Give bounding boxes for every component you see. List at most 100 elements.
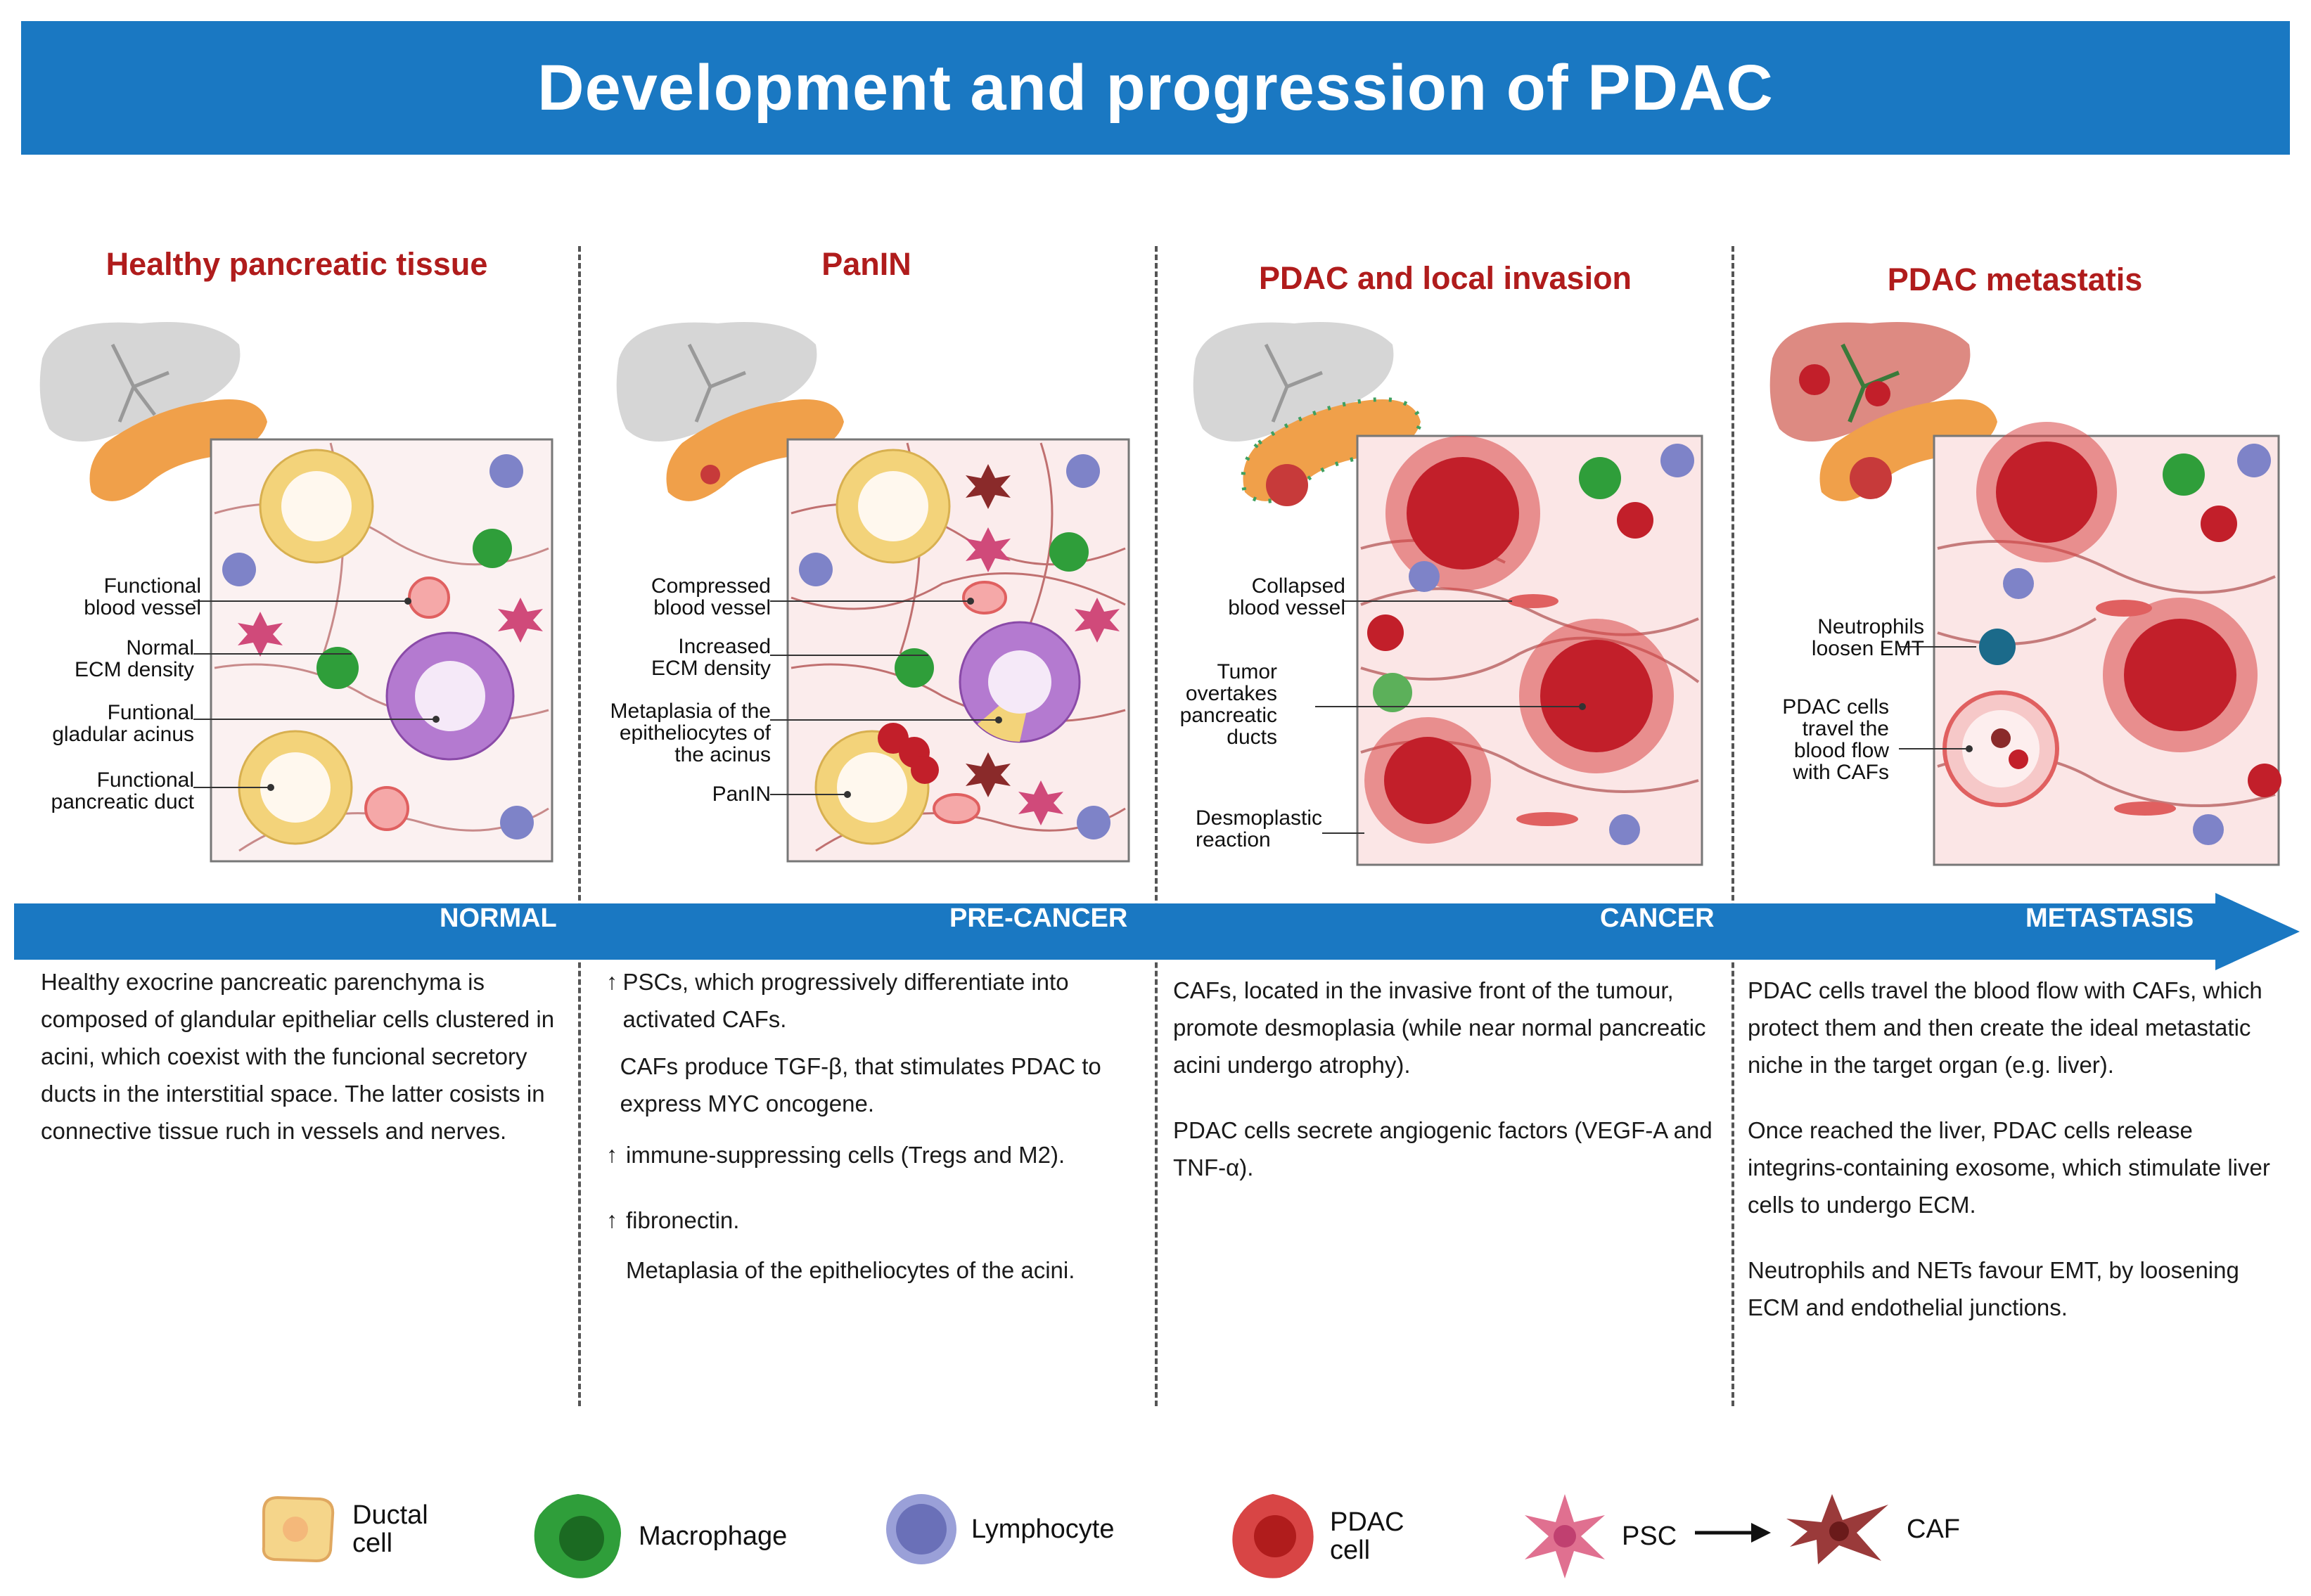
legend-pdac-cell: PDAC cell <box>1227 1491 1404 1582</box>
tumor-mass-icon <box>1364 717 1491 844</box>
description-paragraph: PDAC cells travel the blood flow with CA… <box>1748 977 2262 1078</box>
ductal-ring-icon <box>836 449 951 564</box>
liver-icon <box>39 322 241 442</box>
liver-icon <box>1193 322 1394 442</box>
up-arrow-icon: ↑ <box>606 1207 617 1233</box>
pdac-cell-icon <box>2248 764 2281 797</box>
pdac-invasion-illustration <box>1193 322 1703 866</box>
label-desmoplastic: Desmoplastic reaction <box>1196 806 1323 851</box>
caf-icon <box>966 752 1011 797</box>
pdac-cell-icon <box>878 723 939 784</box>
label-normal-ecm: Normal ECM density <box>74 636 194 681</box>
description-cancer: CAFs, located in the invasive front of t… <box>1173 972 1722 1186</box>
healthy-tissue-illustration <box>39 322 553 863</box>
legend-arrow <box>1695 1519 1772 1547</box>
ductal-ring-icon <box>814 730 930 845</box>
lymphocyte-icon <box>2193 814 2224 845</box>
description-paragraph: Once reached the liver, PDAC cells relea… <box>1748 1117 2270 1218</box>
label-pdac-travel: PDAC cells travel the blood flow with CA… <box>1782 695 1889 784</box>
lymphocyte-icon <box>1077 806 1110 839</box>
title-banner: Development and progression of PDAC <box>21 21 2290 155</box>
lymphocyte-icon <box>1409 561 1440 592</box>
macrophage-icon <box>316 647 359 689</box>
up-arrow-icon: ↑ <box>606 969 617 994</box>
macrophage-icon <box>1373 673 1412 712</box>
lymphocyte-icon <box>2003 568 2034 599</box>
pdac-cell-icon <box>1232 1494 1314 1578</box>
lymphocyte-icon <box>1066 454 1100 488</box>
tumor-mass-icon <box>2103 598 2258 752</box>
right-arrow-icon <box>1695 1523 1771 1543</box>
label-increased-ecm: Increased ECM density <box>651 635 771 680</box>
legend-lymphocyte: Lymphocyte <box>883 1491 1114 1568</box>
lymphocyte-icon <box>2237 444 2271 477</box>
blood-vessel-icon <box>408 577 450 619</box>
label-compressed-blood-vessel: Compressed blood vessel <box>651 574 771 619</box>
pancreas-icon <box>666 399 844 501</box>
blood-vessel-icon <box>364 786 409 831</box>
description-item: Metaplasia of the epitheliocytes of the … <box>626 1257 1075 1283</box>
acinus-icon <box>959 621 1081 743</box>
description-item: ↑immune-suppressing cells (Tregs and M2)… <box>606 1136 1141 1173</box>
pancreas-icon <box>1241 397 1423 506</box>
pdac-cell-icon <box>1367 614 1404 651</box>
panel-divider <box>1155 246 1158 1406</box>
panel-title-healthy: Healthy pancreatic tissue <box>105 246 488 282</box>
blood-vessel-icon <box>933 793 980 824</box>
caf-icon <box>1786 1494 1888 1564</box>
psc-icon <box>1525 1494 1605 1578</box>
description-normal: Healthy exocrine pancreatic parenchyma i… <box>41 963 561 1150</box>
label-tumor-overtakes: Tumor overtakes pancreatic ducts <box>1179 660 1277 749</box>
description-paragraph: Neutrophils and NETs favour EMT, by loos… <box>1748 1257 2239 1320</box>
ductal-ring-icon <box>259 449 374 564</box>
pdac-cell-icon <box>2201 506 2237 542</box>
label-neutrophils: Neutrophils loosen EMT <box>1811 615 1924 660</box>
macrophage-icon <box>534 1494 621 1578</box>
description-paragraph: PDAC cells secrete angiogenic factors (V… <box>1173 1117 1713 1180</box>
legend-psc: PSC <box>1519 1491 1677 1582</box>
stage-label-pre-cancer: PRE-CANCER <box>949 903 1128 933</box>
stage-label-metastasis: METASTASIS <box>2025 903 2194 933</box>
collapsed-blood-vessel-icon <box>1516 812 1578 826</box>
label-functional-blood-vessel: Functional blood vessel <box>84 574 201 619</box>
pdac-cell-icon <box>1617 502 1653 539</box>
ductal-ring-icon <box>238 730 353 845</box>
lymphocyte-icon <box>799 553 833 586</box>
tumor-mass-icon <box>1385 436 1540 591</box>
lymphocyte-icon <box>489 454 523 488</box>
collapsed-blood-vessel-icon <box>1508 594 1558 608</box>
tumor-mass-icon <box>1519 619 1674 773</box>
up-arrow-icon: ↑ <box>606 1142 617 1167</box>
blood-vessel-icon <box>962 581 1007 614</box>
macrophage-icon <box>2163 453 2205 496</box>
panel-divider <box>578 246 581 1406</box>
panel-title-metastasis: PDAC metastatis <box>1887 262 2143 297</box>
label-metaplasia: Metaplasia of the epitheliocytes of the … <box>610 700 771 766</box>
psc-icon <box>966 527 1011 572</box>
psc-icon <box>238 612 283 657</box>
pdac-metastasis-illustration <box>1769 322 2281 866</box>
psc-icon <box>1018 780 1063 825</box>
description-metastasis: PDAC cells travel the blood flow with CA… <box>1748 972 2282 1326</box>
lymphocyte-icon <box>1660 444 1694 477</box>
lymphocyte-icon <box>1609 814 1640 845</box>
pancreas-icon <box>89 399 267 501</box>
liver-icon <box>616 322 817 442</box>
caf-icon <box>966 464 1011 509</box>
macrophage-icon <box>1049 532 1089 572</box>
description-item: ↑PSCs, which progressively differentiate… <box>606 963 1141 1038</box>
label-functional-duct: Functional pancreatic duct <box>51 768 194 813</box>
psc-icon <box>498 598 543 643</box>
legend-macrophage: Macrophage <box>529 1491 787 1582</box>
description-paragraph: Healthy exocrine pancreatic parenchyma i… <box>41 969 555 1144</box>
liver-icon <box>1769 322 1971 442</box>
pancreas-icon <box>1819 399 1997 501</box>
macrophage-icon <box>895 648 934 688</box>
description-pre-cancer: ↑PSCs, which progressively differentiate… <box>606 963 1141 1289</box>
stage-label-normal: NORMAL <box>440 903 557 933</box>
stage-label-cancer: CANCER <box>1600 903 1715 933</box>
tumor-mass-icon <box>1976 422 2117 562</box>
legend-caf: CAF <box>1783 1491 1960 1568</box>
psc-icon <box>1075 598 1120 643</box>
label-collapsed-blood-vessel: Collapsed blood vessel <box>1228 574 1345 619</box>
